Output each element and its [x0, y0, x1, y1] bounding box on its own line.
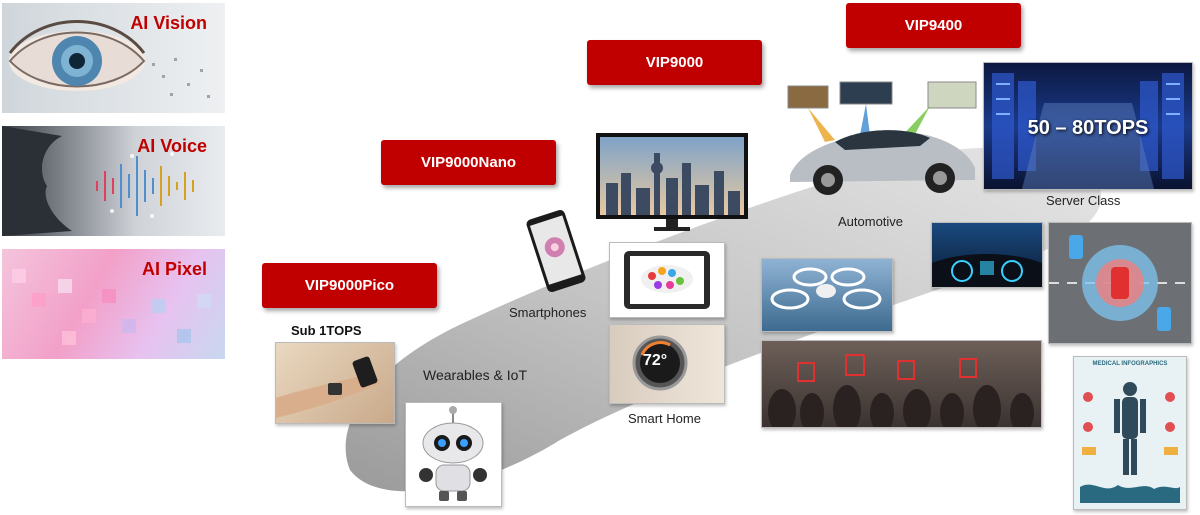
medical-infographic-title: MEDICAL INFOGRAPHICS	[1092, 361, 1168, 367]
server-room-image: 50 – 80TOPS	[983, 62, 1193, 190]
tier-vip9000: VIP9000	[587, 40, 762, 85]
eye-icon	[8, 20, 210, 98]
server-class-label: Server Class	[1046, 193, 1121, 208]
wearable-photo	[275, 342, 395, 424]
face-detection-image	[761, 340, 1042, 428]
smartphone-icon	[522, 207, 590, 295]
medical-infographic-image: MEDICAL INFOGRAPHICS	[1073, 356, 1187, 510]
smartphones-label: Smartphones	[509, 305, 587, 320]
tier-vip9400: VIP9400	[846, 3, 1021, 48]
ai-vision-label: AI Vision	[130, 13, 207, 33]
adas-sensor-image	[1048, 222, 1192, 344]
thermostat-icon: 72°	[609, 324, 725, 404]
robot-icon	[405, 402, 502, 507]
smart-home-label: Smart Home	[628, 411, 701, 426]
automotive-car-image	[780, 80, 980, 205]
wearables-iot-label: Wearables & IoT	[423, 367, 528, 383]
voice-waveform-icon	[2, 126, 194, 236]
pixel-mosaic-icon	[12, 269, 211, 345]
tablet-icon	[609, 242, 725, 318]
tv-icon	[596, 133, 748, 233]
automotive-label: Automotive	[838, 214, 904, 229]
tier-vip9000pico: VIP9000Pico	[262, 263, 437, 308]
sub-1tops-label: Sub 1TOPS	[291, 323, 362, 338]
car-dashboard-image	[931, 222, 1043, 288]
ai-vision-tile: AI Vision	[2, 3, 225, 113]
server-tops-label: 50 – 80TOPS	[1027, 117, 1149, 139]
ai-pixel-tile: AI Pixel	[2, 249, 225, 359]
thermostat-reading: 72°	[643, 352, 668, 369]
ai-voice-label: AI Voice	[137, 136, 207, 156]
ai-pixel-label: AI Pixel	[141, 259, 207, 279]
drone-image	[761, 258, 893, 332]
ai-voice-tile: AI Voice	[2, 126, 225, 236]
tier-vip9000nano: VIP9000Nano	[381, 140, 556, 185]
